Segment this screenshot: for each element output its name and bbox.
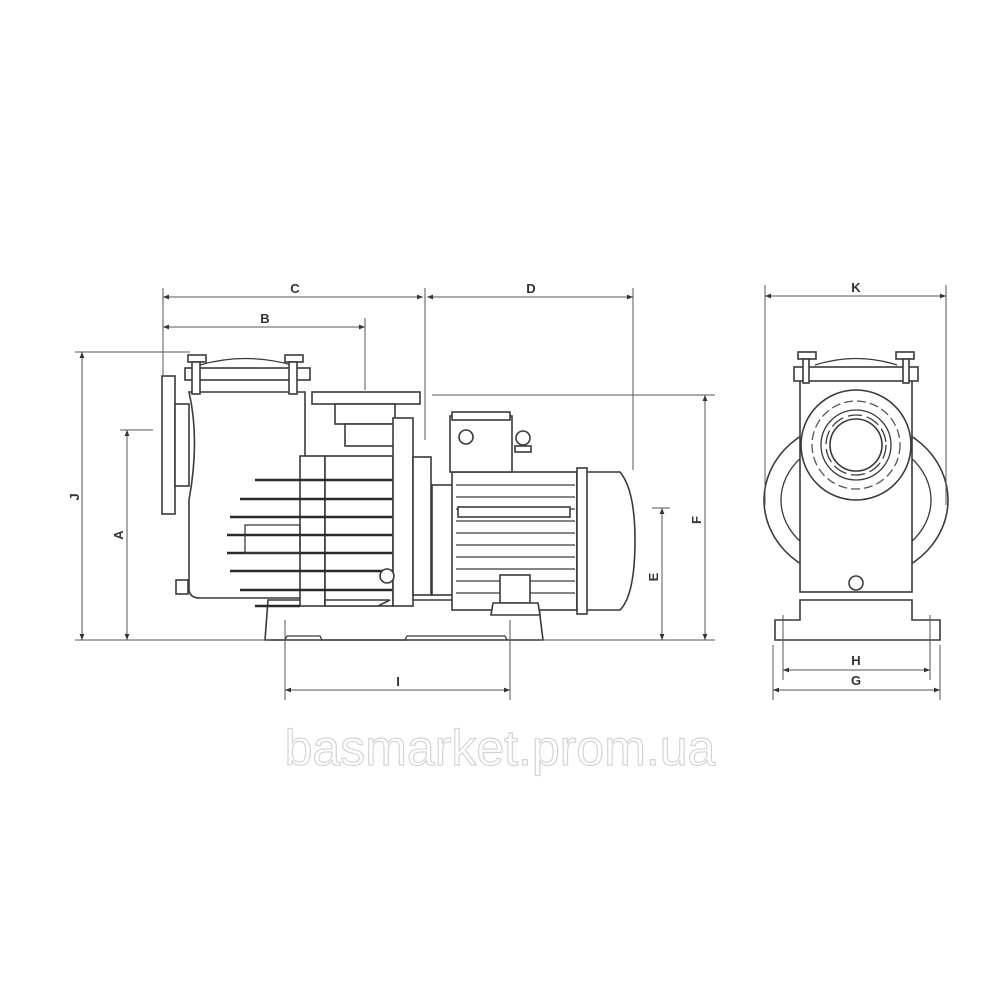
lid-knob-right [284, 354, 304, 395]
base-front [774, 599, 941, 641]
dimension-labels: C D B J A F E I K H G [67, 280, 861, 689]
label-d: D [526, 281, 535, 296]
front-view [763, 351, 949, 641]
label-k: K [851, 280, 861, 295]
fan-cover [576, 471, 636, 611]
drain-plug-front [848, 575, 864, 591]
label-f: F [689, 516, 704, 524]
lifting-eye [515, 430, 531, 446]
motor-foot [499, 574, 531, 604]
label-i: I [396, 674, 400, 689]
label-b: B [260, 311, 269, 326]
strainer-housing [187, 391, 306, 599]
pump-volute [299, 455, 326, 607]
label-e: E [646, 572, 661, 581]
outlet-flange [311, 391, 421, 405]
motor-fins [456, 484, 575, 594]
label-h: H [851, 653, 860, 668]
inlet-port-front [800, 389, 912, 501]
label-a: A [111, 530, 126, 540]
strainer-lid [184, 367, 311, 381]
drain-plug [379, 568, 395, 584]
inlet-flange [161, 375, 176, 515]
label-c: C [290, 281, 300, 296]
side-view [161, 354, 636, 641]
motor-flange [392, 417, 414, 607]
dimension-lines [75, 285, 947, 700]
lid-knob-left [187, 354, 207, 395]
terminal-box [449, 415, 513, 473]
label-j: J [67, 493, 82, 500]
label-g: G [851, 673, 861, 688]
watermark: basmarket.prom.ua [285, 720, 716, 776]
